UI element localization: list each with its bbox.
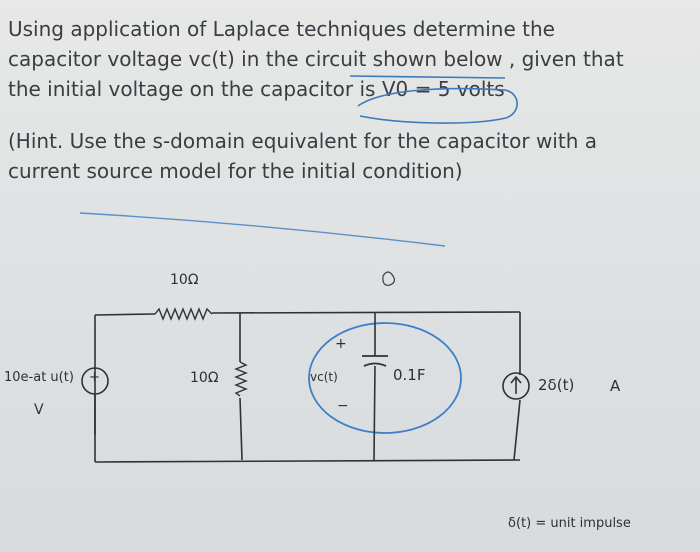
cap-plus-sign: + [335,336,347,352]
problem-line-2: capacitor voltage vc(t) in the circuit s… [8,47,624,71]
pen-underline-shown-below [349,75,506,79]
wire-right-lower [513,399,521,461]
pen-loop-around-v0 [357,87,518,124]
current-source-label: 2δ(t) [538,376,575,394]
cap-voltage-label: vc(t) [310,370,338,384]
voltage-source-circle [81,367,109,395]
shunt-resistor-wire [239,313,243,461]
source-plus-sign: + [89,370,100,385]
series-resistor-label: 10Ω [170,272,199,288]
pen-underline-hint [79,212,446,247]
problem-line-1: Using application of Laplace techniques … [8,17,555,41]
wire-bottom [94,459,521,463]
capacitor-label: 0.1F [393,366,426,384]
hint-line-2: current source model for the initial con… [8,159,463,183]
doodle-mark [382,271,396,286]
source-unit-label: V [34,402,44,418]
footnote-impulse: δ(t) = unit impulse [508,516,631,531]
shunt-resistor-label: 10Ω [190,370,219,386]
cap-minus-sign: − [337,398,349,414]
wire-top [94,311,521,316]
current-unit-label: A [610,377,621,395]
capacitor-wire [373,312,376,461]
capacitor-plates [362,355,388,367]
current-arrow-icon [510,375,522,394]
source-value-label: 10e-at u(t) [4,370,74,385]
problem-line-3: the initial voltage on the capacitor is … [8,77,505,101]
hint-line-1: (Hint. Use the s-domain equivalent for t… [8,129,597,153]
pen-circle-capacitor [308,322,462,434]
series-resistor [154,307,213,321]
shunt-resistor [234,361,248,397]
current-source-circle [502,372,530,400]
